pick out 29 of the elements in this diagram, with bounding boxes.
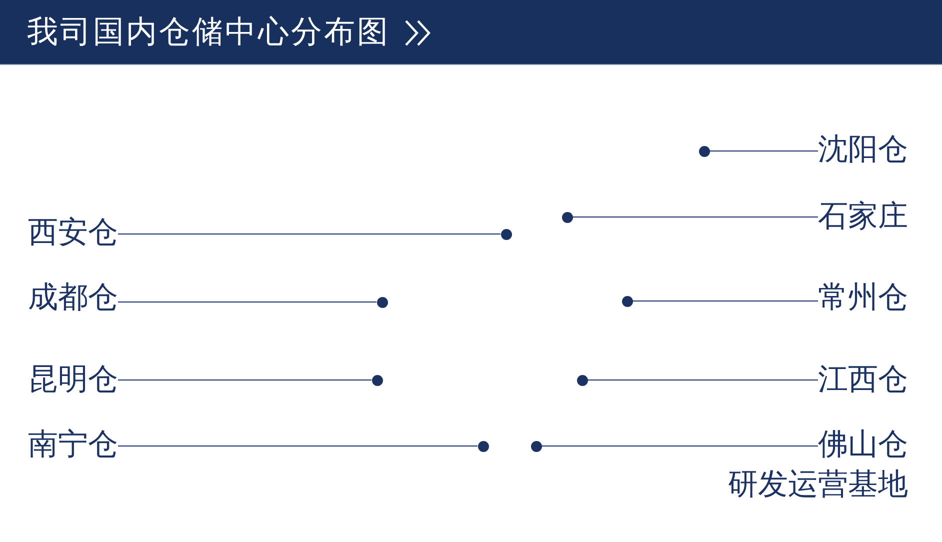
location-dot-icon xyxy=(698,146,710,156)
leader-line xyxy=(572,216,818,218)
leader-line xyxy=(118,233,500,235)
page-title: 我司国内仓储中心分布图 xyxy=(27,13,390,51)
leader-line xyxy=(118,301,376,303)
location-label: 沈阳仓 xyxy=(818,132,908,168)
leader-line xyxy=(118,445,478,447)
location-label: 昆明仓 xyxy=(28,362,118,398)
location-label: 常州仓 xyxy=(818,280,908,316)
location-label: 成都仓 xyxy=(28,280,118,316)
location-dot-icon xyxy=(576,374,588,386)
location-dot-icon xyxy=(500,228,512,240)
location-label: 南宁仓 xyxy=(28,427,118,463)
location-label: 西安仓 xyxy=(28,215,118,251)
location-dot-icon xyxy=(376,296,388,308)
location-dot-icon xyxy=(478,440,488,452)
location-dot-icon xyxy=(622,296,632,306)
location-note: 研发运营基地 xyxy=(728,467,908,503)
location-label: 佛山仓 xyxy=(818,427,908,463)
location-dot-icon xyxy=(562,212,572,222)
location-label: 石家庄 xyxy=(818,199,908,235)
location-dot-icon xyxy=(530,440,542,452)
leader-line xyxy=(632,300,818,302)
leader-line xyxy=(710,150,818,152)
leader-line xyxy=(542,445,818,447)
location-label: 江西仓 xyxy=(818,362,908,398)
leader-line xyxy=(588,379,818,381)
leader-line xyxy=(118,379,372,381)
location-dot-icon xyxy=(372,374,382,386)
